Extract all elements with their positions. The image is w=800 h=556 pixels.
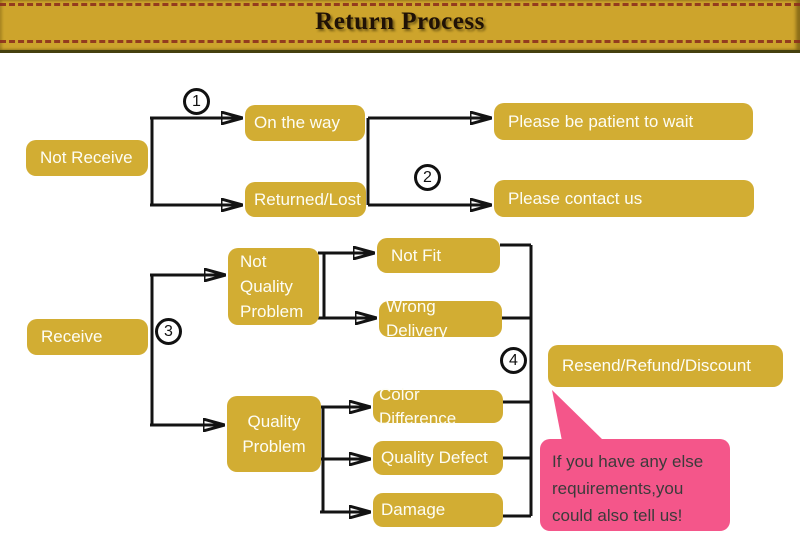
node-not-fit: Not Fit [377,238,500,273]
node-receive: Receive [27,319,148,355]
node-wrong-delivery: Wrong Delivery [379,297,502,340]
node-please-be-patient: Please be patient to wait [494,103,753,140]
step-circle-4: 4 [500,347,527,374]
node-returned-lost: Returned/Lost [245,182,366,217]
header-banner: Return Process [0,0,800,53]
bubble-tail [552,390,604,446]
step-circle-1: 1 [183,88,210,115]
bubble-text-line: requirements,you [552,479,684,498]
banner-dashed-line-top [0,3,800,6]
node-quality-problem: Quality Problem [227,396,321,472]
speech-bubble: If you have any else requirements,you co… [540,439,730,531]
step-circle-2: 2 [414,164,441,191]
node-please-contact-us: Please contact us [494,180,754,217]
node-resend-refund-discount: Resend/Refund/Discount [548,345,783,387]
node-color-difference: Color Difference [373,385,503,428]
page-title: Return Process [315,8,485,35]
banner-dashed-line-bottom [0,40,800,43]
node-not-quality-problem: Not Quality Problem [228,248,319,325]
bubble-text-line: could also tell us! [552,506,683,525]
node-not-receive: Not Receive [26,140,148,176]
node-quality-defect: Quality Defect [373,441,503,475]
step-circle-3: 3 [155,318,182,345]
bubble-text-line: If you have any else [552,452,704,471]
node-damage: Damage [373,493,503,527]
node-on-the-way: On the way [245,105,365,141]
